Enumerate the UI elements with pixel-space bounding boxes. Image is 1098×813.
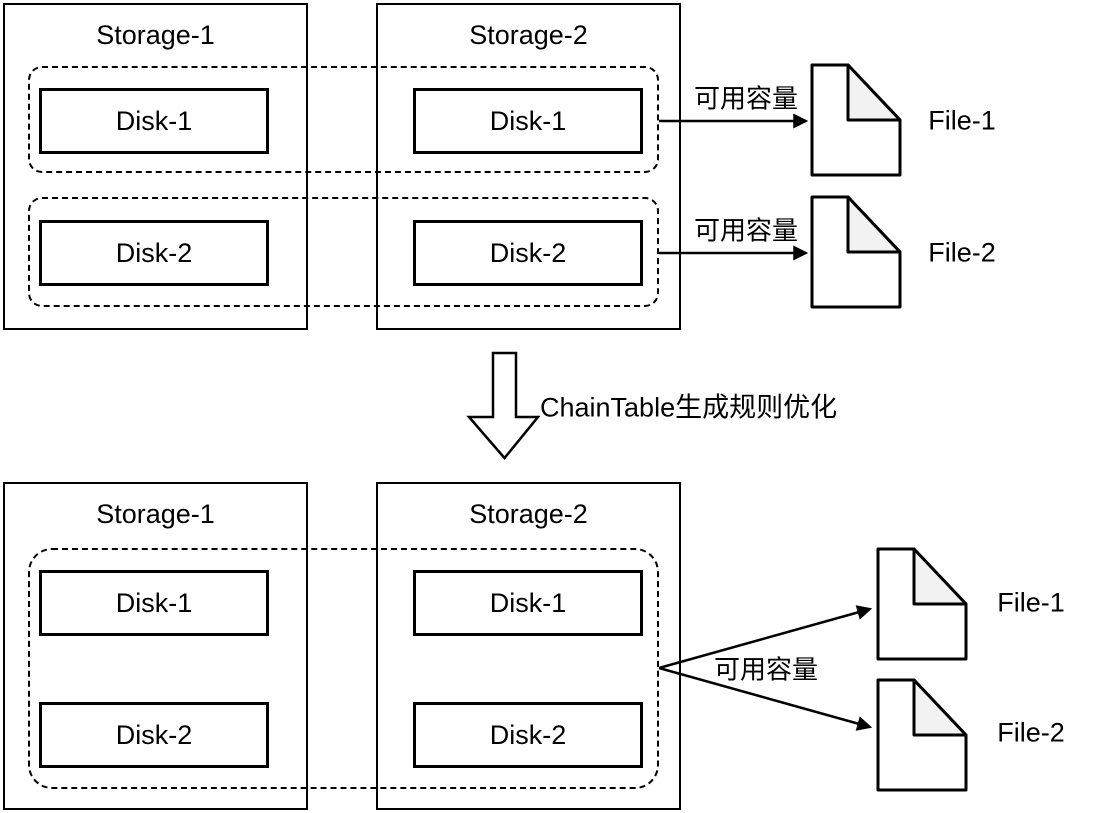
disk-box: Disk-1 (413, 88, 643, 154)
file-icon (876, 678, 968, 792)
file-icon (810, 63, 902, 177)
file-icon (810, 195, 902, 309)
capacity-label: 可用容量 (693, 215, 799, 246)
file-label: File-2 (928, 237, 996, 268)
down-arrow-icon (466, 351, 541, 460)
disk2-group-dashed-box (28, 197, 659, 307)
transition-label: ChainTable生成规则优化 (540, 392, 838, 423)
file-label: File-1 (997, 587, 1065, 618)
storage-box-before-2: Storage-2 (376, 3, 681, 330)
disk1-group-dashed-box (28, 66, 659, 173)
disk-box: Disk-2 (413, 220, 643, 286)
file-label: File-1 (928, 105, 996, 136)
disk-box: Disk-2 (39, 220, 269, 286)
file-label: File-2 (997, 717, 1065, 748)
storage-title: Storage-1 (96, 499, 215, 529)
disk-box: Disk-1 (39, 570, 269, 636)
capacity-label: 可用容量 (693, 83, 799, 114)
storage-title: Storage-1 (96, 20, 215, 50)
merged-disk-group-dashed-box (28, 548, 659, 789)
disk-box: Disk-2 (413, 702, 643, 768)
storage-title: Storage-2 (469, 499, 588, 529)
file-icon (876, 547, 968, 661)
disk-box: Disk-1 (413, 570, 643, 636)
storage-box-after-1: Storage-1 (3, 482, 308, 810)
storage-title: Storage-2 (469, 20, 588, 50)
disk-box: Disk-1 (39, 88, 269, 154)
disk-box: Disk-2 (39, 702, 269, 768)
capacity-label: 可用容量 (713, 654, 819, 685)
storage-box-before-1: Storage-1 (3, 3, 308, 330)
